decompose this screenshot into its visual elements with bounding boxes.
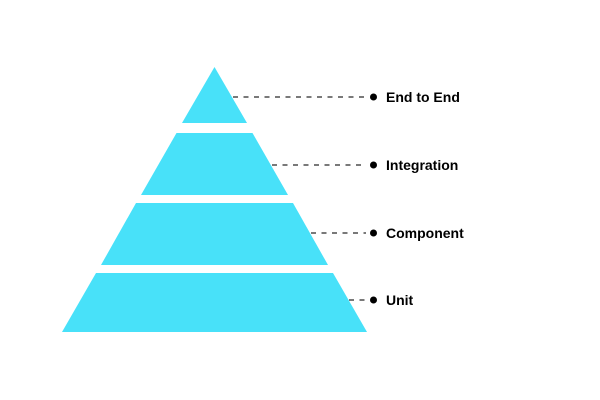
level-label-unit: Unit [386,292,414,308]
pyramid-level-component-shape [101,203,328,265]
level-label-end-to-end: End to End [386,89,460,105]
pyramid-level-end-to-end-shape [182,67,247,123]
level-label-integration: Integration [386,157,458,173]
pyramid-level-unit-shape [62,273,367,332]
bullet-icon [370,296,377,304]
bullet-icon [370,93,377,101]
bullet-icon [370,229,377,237]
bullet-icon [370,161,377,169]
pyramid-level-integration-shape [141,133,288,195]
level-label-component: Component [386,225,464,241]
